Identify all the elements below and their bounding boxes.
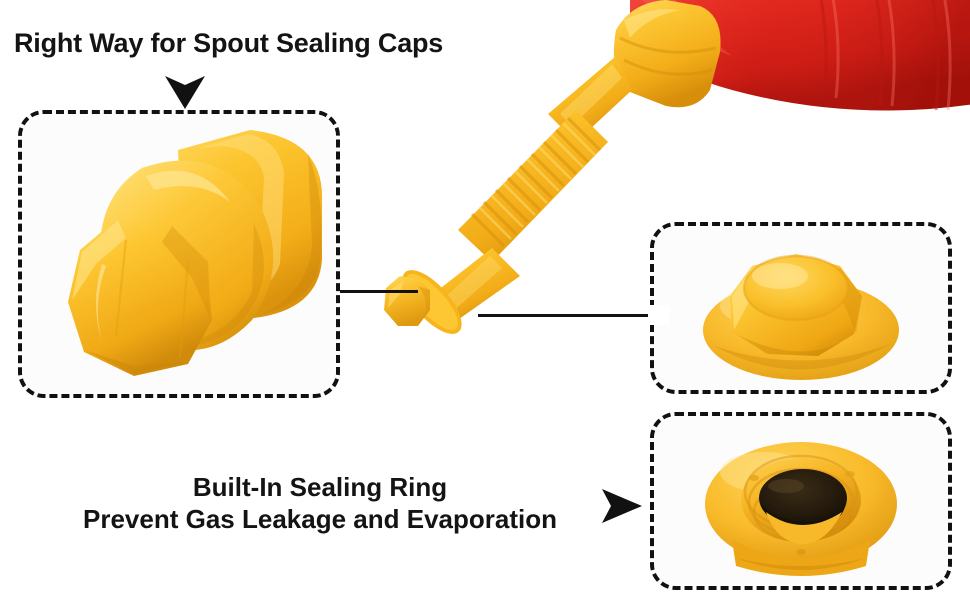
sealing-cap-top-view (650, 222, 952, 394)
sealing-cap-angled-image (22, 114, 336, 394)
caption-line-2: Prevent Gas Leakage and Evaporation (83, 503, 557, 534)
sealing-cap-top-image (654, 226, 948, 390)
leader-line-right (478, 314, 654, 317)
sealing-cap-underside-view (650, 412, 952, 590)
sealing-cap-angled-view (18, 110, 340, 398)
sealing-cap-underside-image (654, 416, 948, 586)
leader-line-left (340, 290, 418, 293)
leader-border-gap (648, 305, 670, 325)
gas-can-with-spout-photo (380, 0, 970, 342)
caption-line-1: Built-In Sealing Ring (192, 472, 448, 502)
page-title: Right Way for Spout Sealing Caps (14, 28, 444, 58)
feature-caption: Built-In Sealing Ring Prevent Gas Leakag… (40, 472, 600, 535)
arrow-right-icon (600, 487, 644, 525)
arrow-down-icon (163, 74, 207, 110)
